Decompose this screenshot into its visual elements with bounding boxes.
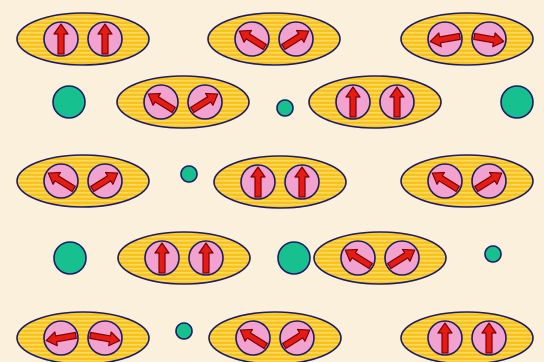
pair-ellipse <box>209 312 341 362</box>
electron-spin <box>88 22 122 56</box>
pair-ellipse <box>118 232 250 284</box>
cooper-pair <box>17 13 149 65</box>
electron-spin <box>428 22 462 56</box>
cooper-pair <box>117 76 249 128</box>
pair-ellipse <box>117 76 249 128</box>
lattice-ion-large <box>54 242 86 274</box>
electron-spin <box>189 241 223 275</box>
cooper-pair <box>208 13 340 65</box>
lattice-ion-large <box>53 86 85 118</box>
cooper-pair <box>401 312 533 362</box>
cooper-pair <box>401 155 533 207</box>
electron-spin <box>44 321 78 355</box>
cooper-pair <box>17 155 149 207</box>
electron-spin <box>235 22 269 56</box>
electron-spin <box>88 164 122 198</box>
pair-ellipse <box>401 155 533 207</box>
cooper-pair <box>401 13 533 65</box>
electron-spin <box>145 241 179 275</box>
cooper-pair <box>309 76 441 128</box>
cooper-pair <box>118 232 250 284</box>
pair-ellipse <box>401 13 533 65</box>
pair-ellipse <box>401 312 533 362</box>
lattice-ion-large <box>501 86 533 118</box>
lattice-ion-small <box>181 166 197 182</box>
electron-spin <box>241 165 275 199</box>
cooper-pair <box>314 232 446 284</box>
electron-spin <box>472 22 506 56</box>
lattice-ion-small <box>277 100 293 116</box>
pair-ellipse <box>208 13 340 65</box>
cooper-pair <box>17 312 149 362</box>
electron-spin <box>88 321 122 355</box>
cooper-pair <box>209 312 341 362</box>
electron-spin <box>280 321 314 355</box>
electron-spin <box>44 22 78 56</box>
pair-ellipse <box>309 76 441 128</box>
lattice-ion-small <box>485 246 501 262</box>
electron-spin <box>279 22 313 56</box>
electron-spin <box>285 165 319 199</box>
electron-spin <box>341 241 375 275</box>
electron-spin <box>428 164 462 198</box>
electron-spin <box>472 321 506 355</box>
cooper-pair <box>214 156 346 208</box>
pair-ellipse <box>214 156 346 208</box>
electron-spin <box>380 85 414 119</box>
electron-spin <box>188 85 222 119</box>
pair-ellipse <box>17 155 149 207</box>
electron-spin <box>44 164 78 198</box>
lattice-ion-small <box>176 323 192 339</box>
pair-ellipse <box>314 232 446 284</box>
electron-spin <box>336 85 370 119</box>
electron-spin <box>236 321 270 355</box>
electron-spin <box>385 241 419 275</box>
lattice-ion-large <box>278 242 310 274</box>
pair-ellipse <box>17 312 149 362</box>
electron-spin <box>472 164 506 198</box>
electron-spin <box>144 85 178 119</box>
electron-spin <box>428 321 462 355</box>
pair-ellipse <box>17 13 149 65</box>
